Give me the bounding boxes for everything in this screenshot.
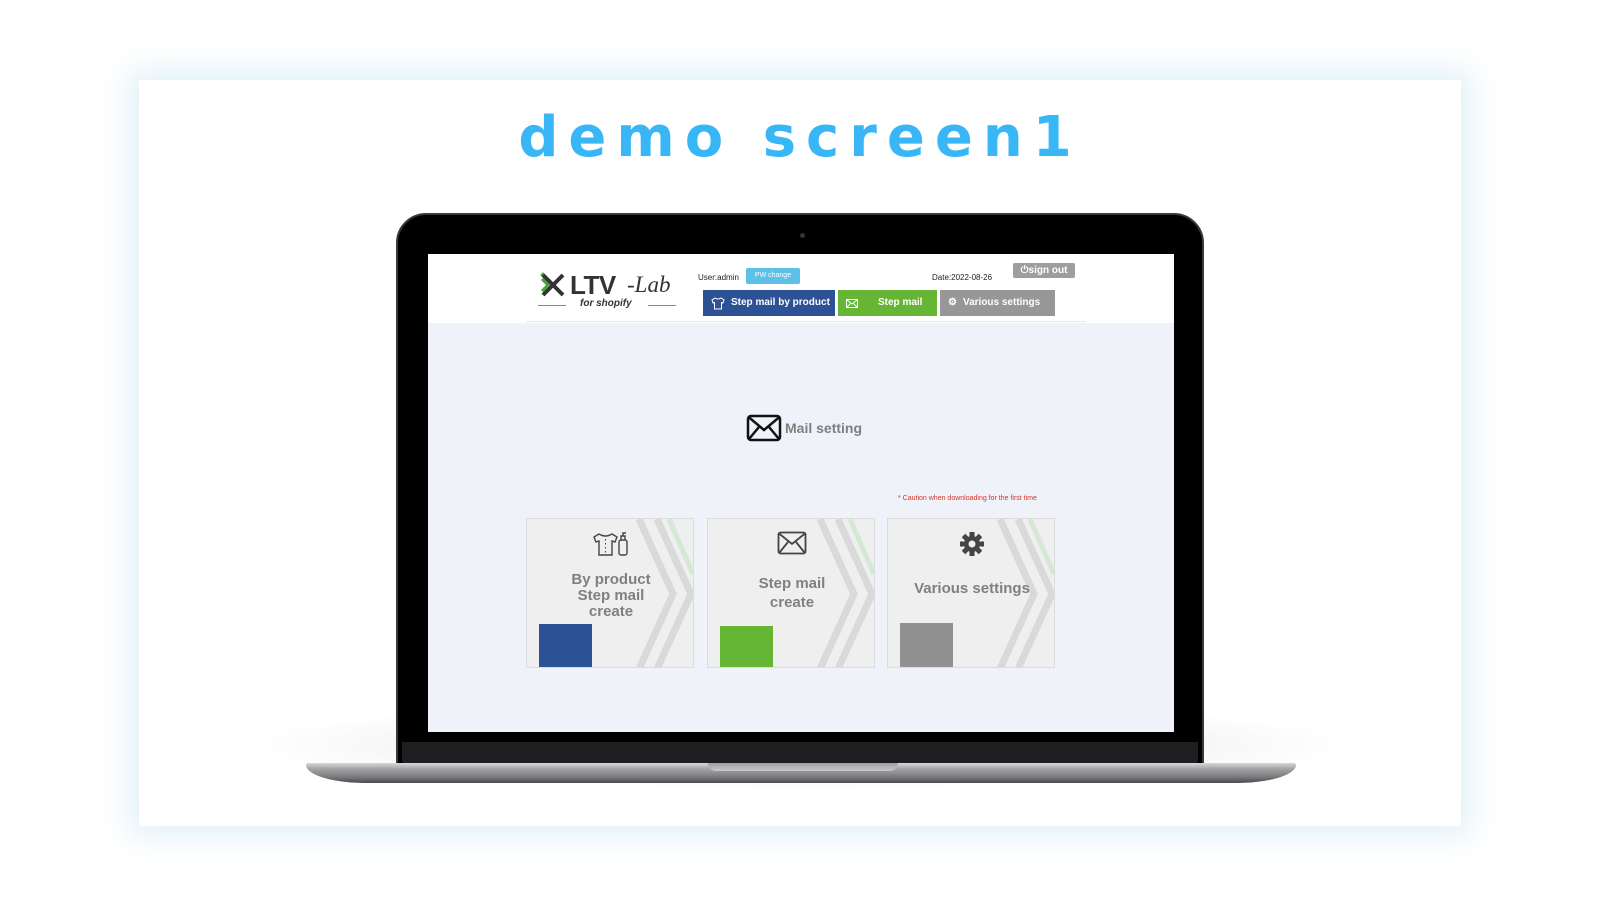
laptop-base [306, 763, 1296, 783]
tab-label: Step mail [878, 297, 923, 308]
chevron-decoration [816, 519, 874, 667]
section-heading: Mail setting [746, 414, 862, 442]
tile-step-mail-create[interactable]: Step mail create [707, 518, 875, 668]
tab-step-mail-by-product[interactable]: Step mail by product [703, 290, 835, 316]
tab-label: Step mail by product [731, 297, 830, 308]
sign-out-label: sign out [1028, 265, 1068, 276]
tile-color-swatch [720, 626, 773, 667]
tile-label: Various settings [914, 580, 1030, 597]
camera-icon [800, 233, 805, 238]
logo-divider [648, 305, 676, 306]
gear-icon [888, 531, 1054, 557]
laptop-chin [402, 742, 1198, 766]
logo-x-icon [540, 272, 565, 297]
gear-icon: ⚙ [948, 297, 957, 308]
caution-link[interactable]: * Caution when downloading for the first… [898, 495, 1037, 502]
page-title: demo screen1 [518, 105, 1082, 170]
app-screen: LTV -Lab for shopify User:admin PW chang… [428, 254, 1174, 732]
logo-subtitle: for shopify [580, 298, 632, 309]
date-label: Date:2022-08-26 [932, 273, 993, 282]
envelope-icon [846, 298, 858, 308]
shirt-bottle-icon [527, 531, 693, 557]
envelope-icon [746, 414, 782, 442]
pw-change-button[interactable]: PW change [746, 268, 800, 284]
envelope-icon [708, 531, 874, 555]
user-label: User:admin [698, 273, 739, 282]
logo-brand: LTV [570, 270, 616, 300]
tile-label: By product Step mail create [571, 571, 651, 620]
tile-by-product-step-mail-create[interactable]: By product Step mail create [526, 518, 694, 668]
tab-step-mail[interactable]: Step mail [838, 290, 937, 316]
tile-color-swatch [900, 623, 953, 667]
section-heading-text: Mail setting [785, 420, 863, 436]
power-icon: ⏻ [1020, 265, 1029, 276]
shirt-icon [711, 296, 725, 309]
tile-color-swatch [539, 624, 592, 667]
chevron-decoration [996, 519, 1054, 667]
logo[interactable]: LTV -Lab for shopify [538, 270, 680, 310]
tile-various-settings[interactable]: Various settings [887, 518, 1055, 668]
sign-out-button[interactable]: ⏻sign out [1013, 263, 1075, 278]
laptop-notch [708, 763, 898, 771]
chevron-decoration [635, 519, 693, 667]
logo-suffix: -Lab [627, 272, 671, 297]
app-header: LTV -Lab for shopify User:admin PW chang… [428, 254, 1174, 323]
tile-label: Step mail create [758, 575, 826, 611]
tab-various-settings[interactable]: ⚙ Various settings [940, 290, 1055, 316]
logo-divider [538, 305, 566, 306]
tab-label: Various settings [962, 297, 1041, 308]
header-divider [526, 321, 1086, 322]
